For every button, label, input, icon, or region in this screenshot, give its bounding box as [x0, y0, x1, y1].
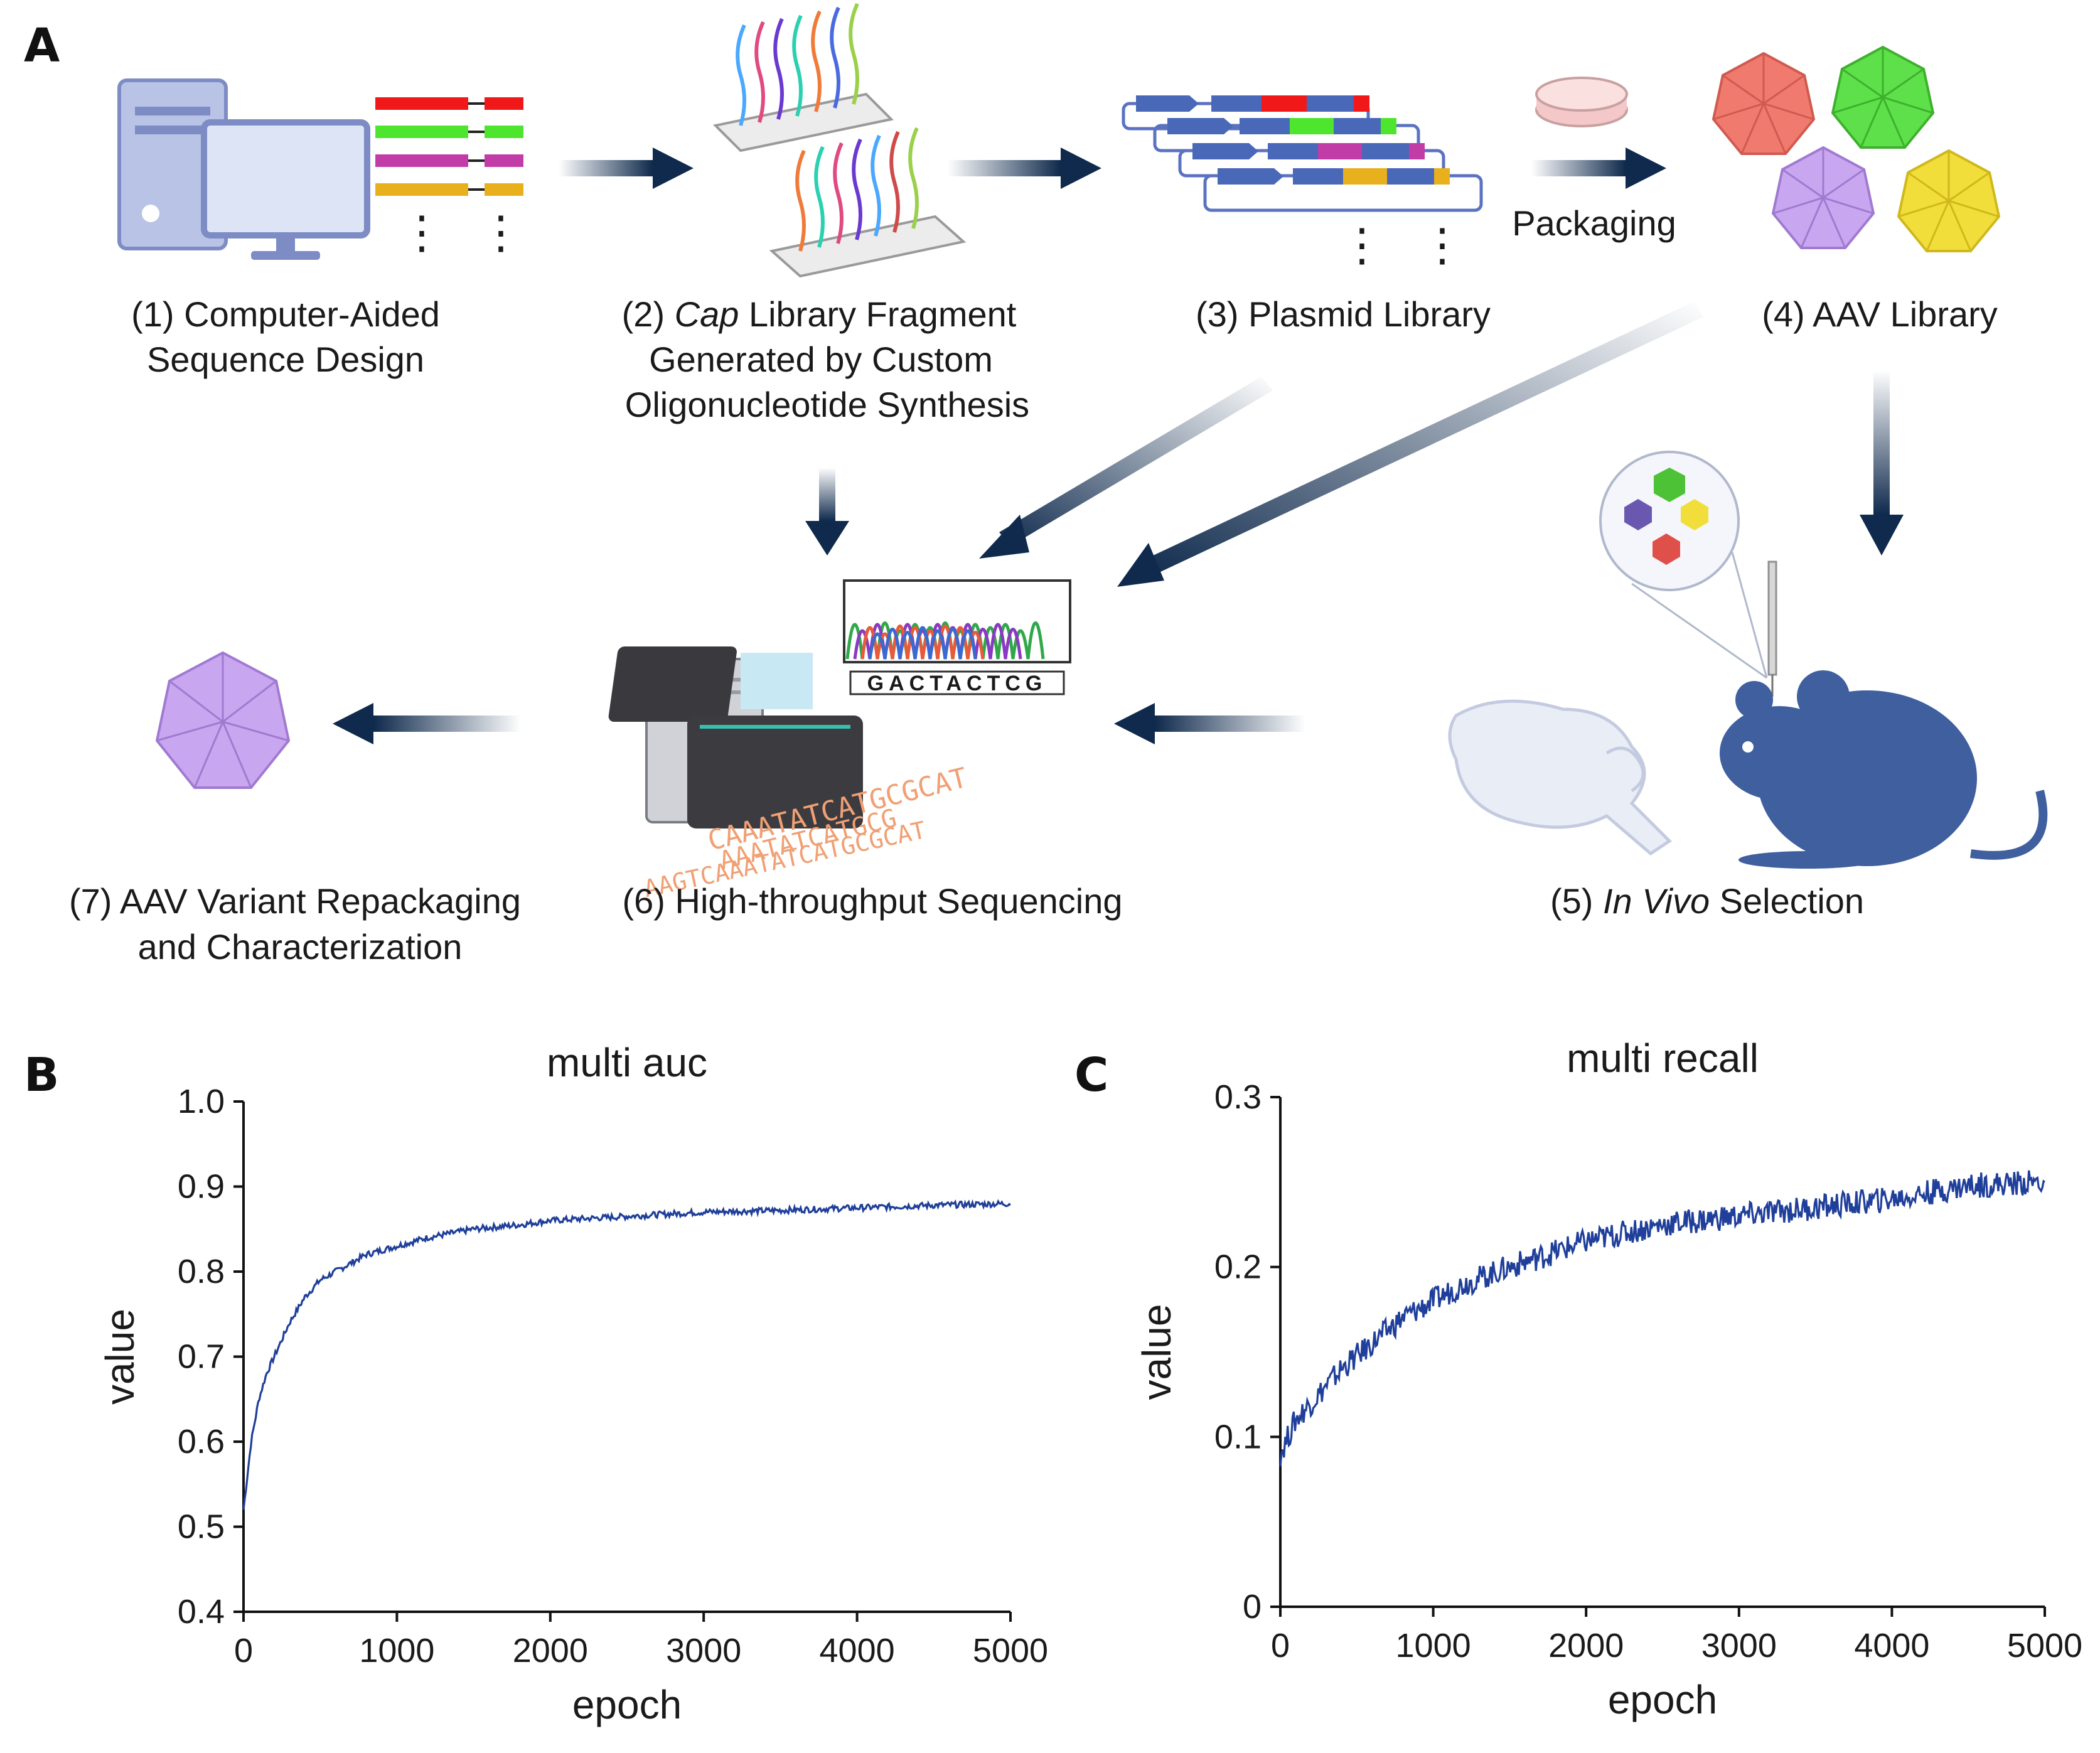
step3-label: (3) Plasmid Library [1196, 294, 1491, 334]
y-tick-label: 0.9 [178, 1168, 225, 1206]
chromatogram-icon: GACTACTCG [843, 579, 1071, 695]
step2-label-line1: (2) Cap Library Fragment [622, 294, 1017, 334]
arrow-2-to-3 [948, 147, 1101, 189]
mouse-icon [1720, 670, 2048, 869]
y-tick-label: 0.7 [178, 1338, 225, 1376]
ellipsis-3a: ⋮ [1339, 220, 1385, 271]
step6-label: (6) High-throughput Sequencing [623, 881, 1123, 921]
x-tick-label: 5000 [2007, 1627, 2082, 1665]
x-tick-label: 3000 [1701, 1627, 1777, 1665]
y-tick-label: 0.8 [178, 1253, 225, 1290]
x-tick-label: 1000 [1396, 1627, 1471, 1665]
x-tick-label: 0 [1271, 1627, 1290, 1665]
x-axis-label: epoch [572, 1682, 682, 1727]
series-line [1279, 1170, 2045, 1467]
step5-label: (5) In Vivo Selection [1550, 881, 1864, 921]
step7-label-line2: and Characterization [138, 927, 463, 967]
capsid-yellow-icon [1897, 149, 2001, 252]
step1-label-line1: (1) Computer-Aided [131, 294, 440, 334]
plasmid-segments: ⋮ ⋮ [1136, 95, 1465, 271]
arrow-4-to-5 [1860, 370, 1904, 555]
y-tick-label: 0.3 [1214, 1078, 1262, 1116]
step4-label: (4) AAV Library [1762, 294, 1998, 334]
x-tick-label: 5000 [973, 1632, 1048, 1670]
arrow-1-to-2 [559, 147, 694, 189]
step2-label-line3: Oligonucleotide Synthesis [625, 385, 1029, 424]
y-tick-label: 0.2 [1214, 1248, 1262, 1286]
chart-multi-auc: 0 1000 2000 3000 4000 5000 0.4 0.5 0.6 0.7 0.8 0.9 1… [97, 1040, 1048, 1727]
y-tick-label: 0.5 [178, 1508, 225, 1546]
y-tick-label: 0.6 [178, 1423, 225, 1461]
x-tick-label: 4000 [820, 1632, 895, 1670]
y-tick-label: 1.0 [178, 1083, 225, 1120]
arrow-3-to-6 [979, 377, 1273, 559]
panel-label-c: C [1074, 1048, 1108, 1102]
petri-dish-icon [1535, 77, 1628, 127]
x-tick-label: 3000 [666, 1632, 741, 1670]
x-axis-label: epoch [1608, 1677, 1717, 1722]
packaging-label: Packaging [1512, 203, 1676, 243]
arrow-5-to-6 [1114, 703, 1305, 744]
x-tick-label: 1000 [359, 1632, 434, 1670]
step1-label-line2: Sequence Design [147, 340, 424, 379]
y-axis-label: value [97, 1309, 142, 1405]
x-tick-label: 4000 [1854, 1627, 1929, 1665]
y-tick-label: 0.4 [178, 1593, 225, 1631]
oligo-chip-icon [712, 3, 967, 278]
step2-label-line2: Generated by Custom [649, 340, 993, 379]
y-tick-label: 0 [1243, 1588, 1262, 1626]
chart-title: multi auc [547, 1040, 707, 1085]
arrow-4-to-6 [1117, 301, 1703, 587]
x-tick-label: 0 [234, 1632, 253, 1670]
x-tick-label: 2000 [513, 1632, 588, 1670]
x-tick-label: 2000 [1548, 1627, 1624, 1665]
ellipsis-1b: ⋮ [478, 208, 523, 258]
chart-multi-recall: 0 1000 2000 3000 4000 5000 0 0.1 0.2 0.3 multi rec… [1134, 1036, 2082, 1722]
capsid-red-icon [1712, 51, 1816, 155]
panel-label-b: B [24, 1048, 59, 1102]
computer-icon [117, 78, 370, 260]
arrow-6-to-7 [333, 703, 521, 744]
sequence-letters: GACTACTCG [867, 672, 1047, 695]
ellipsis-1a: ⋮ [399, 208, 444, 258]
capsid-green-icon [1831, 45, 1935, 149]
brain-icon [1448, 699, 1672, 856]
y-axis-label: value [1134, 1304, 1179, 1400]
step7-label-line1: (7) AAV Variant Repackaging [69, 881, 521, 921]
ellipsis-3b: ⋮ [1420, 220, 1465, 271]
capsid-variant-icon [155, 651, 291, 789]
y-tick-label: 0.1 [1214, 1418, 1262, 1455]
arrow-3-to-4 [1531, 147, 1666, 189]
arrow-2-to-6 [805, 468, 849, 555]
series-line [242, 1199, 1011, 1510]
syringe-icon [1767, 560, 1777, 697]
capsid-mix-bubble-icon [1599, 451, 1768, 679]
chart-title: multi recall [1567, 1036, 1759, 1081]
sequencer-icon [608, 646, 863, 828]
sequence-design-icon: ⋮ ⋮ [375, 97, 523, 258]
panel-label-a: A [24, 19, 60, 73]
capsid-purple-icon [1771, 146, 1875, 249]
